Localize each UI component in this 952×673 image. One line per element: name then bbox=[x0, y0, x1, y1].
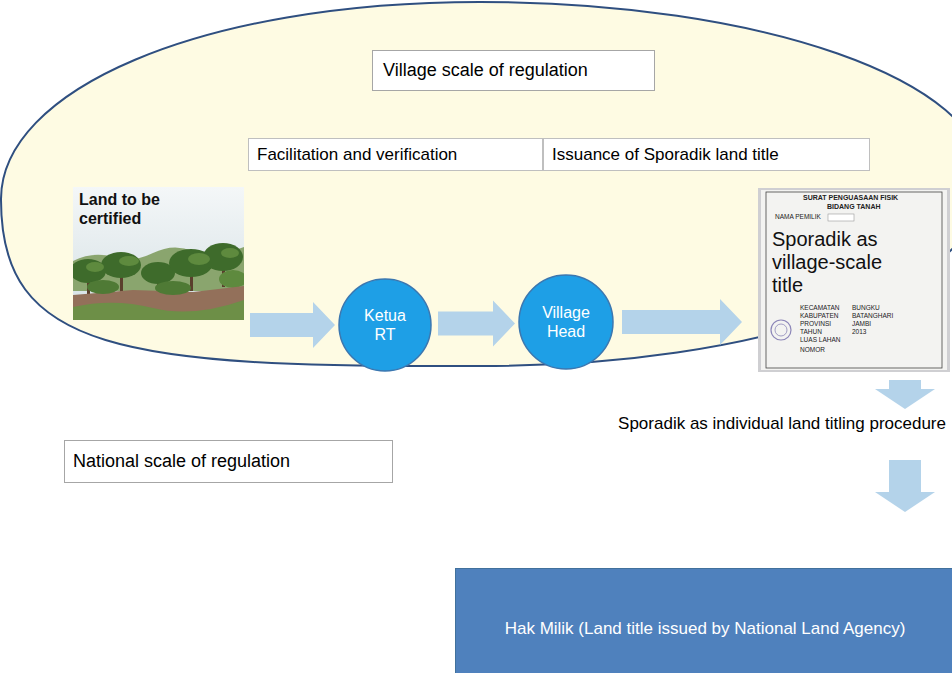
document-field-text: KECAMATAN bbox=[800, 305, 840, 312]
block-arrow bbox=[875, 460, 935, 512]
stamp-outer bbox=[771, 320, 791, 340]
scale-label-box: National scale of regulation bbox=[64, 440, 393, 483]
actor-circle-shape bbox=[339, 279, 431, 371]
document-field-text: NAMA PEMILIK bbox=[775, 214, 821, 221]
actor-circle: Ketua RT bbox=[338, 278, 432, 372]
region-ellipse bbox=[1, 2, 952, 366]
stamp-inner bbox=[775, 324, 787, 336]
land-photo-node: Land to be certified bbox=[73, 187, 244, 320]
document-field-text: SURAT PENGUASAAN FISIK bbox=[803, 194, 898, 201]
document-field-text: TAHUN bbox=[800, 329, 822, 336]
document-field-text: NOMOR bbox=[800, 347, 825, 354]
redacted-name bbox=[828, 214, 854, 221]
document-field-text: BATANGHARI bbox=[852, 313, 893, 320]
actor-circle-shape bbox=[519, 275, 613, 369]
node-text: Hak Milik (Land title issued by National… bbox=[505, 619, 906, 639]
block-arrow bbox=[875, 380, 935, 409]
grass bbox=[73, 300, 244, 320]
node-text: Ketua RT bbox=[355, 306, 415, 344]
node-text: Issuance of Sporadik land title bbox=[552, 145, 779, 165]
document-field-text: LUAS LAHAN bbox=[800, 337, 840, 344]
process-arrow bbox=[875, 380, 935, 512]
stage-header-box: Issuance of Sporadik land title bbox=[543, 138, 870, 171]
document-field-text: BIDANG TANAH bbox=[827, 203, 881, 210]
node-text: Land to be certified bbox=[79, 190, 175, 228]
document-field-text: 2013 bbox=[852, 329, 866, 336]
sky bbox=[73, 187, 244, 320]
node-text: Village Head bbox=[536, 303, 596, 341]
document-field-text: BUNGKU bbox=[852, 305, 880, 312]
document-field-text: KABUPATEN bbox=[800, 313, 838, 320]
node-text: Facilitation and verification bbox=[257, 145, 457, 165]
document-field-text: PROVINSI bbox=[800, 321, 831, 328]
document-field-text: JAMBI bbox=[852, 321, 871, 328]
edge-label: Sporadik as individual land titling proc… bbox=[618, 414, 946, 434]
photo-background bbox=[758, 188, 950, 372]
paper bbox=[761, 190, 947, 370]
node-text: Sporadik as village-scale title bbox=[772, 228, 902, 297]
stage-header-box: Facilitation and verification bbox=[248, 138, 543, 171]
node-text: National scale of regulation bbox=[73, 451, 290, 472]
circle-outline bbox=[518, 274, 614, 370]
land-title-box: Hak Milik (Land title issued by National… bbox=[455, 568, 952, 673]
palm-crowns bbox=[73, 243, 243, 284]
actor-circle: Village Head bbox=[518, 274, 614, 370]
undergrowth bbox=[87, 280, 191, 295]
node-text: Village scale of regulation bbox=[372, 50, 655, 91]
paper-frame bbox=[766, 192, 942, 368]
circle-outline bbox=[338, 278, 432, 372]
